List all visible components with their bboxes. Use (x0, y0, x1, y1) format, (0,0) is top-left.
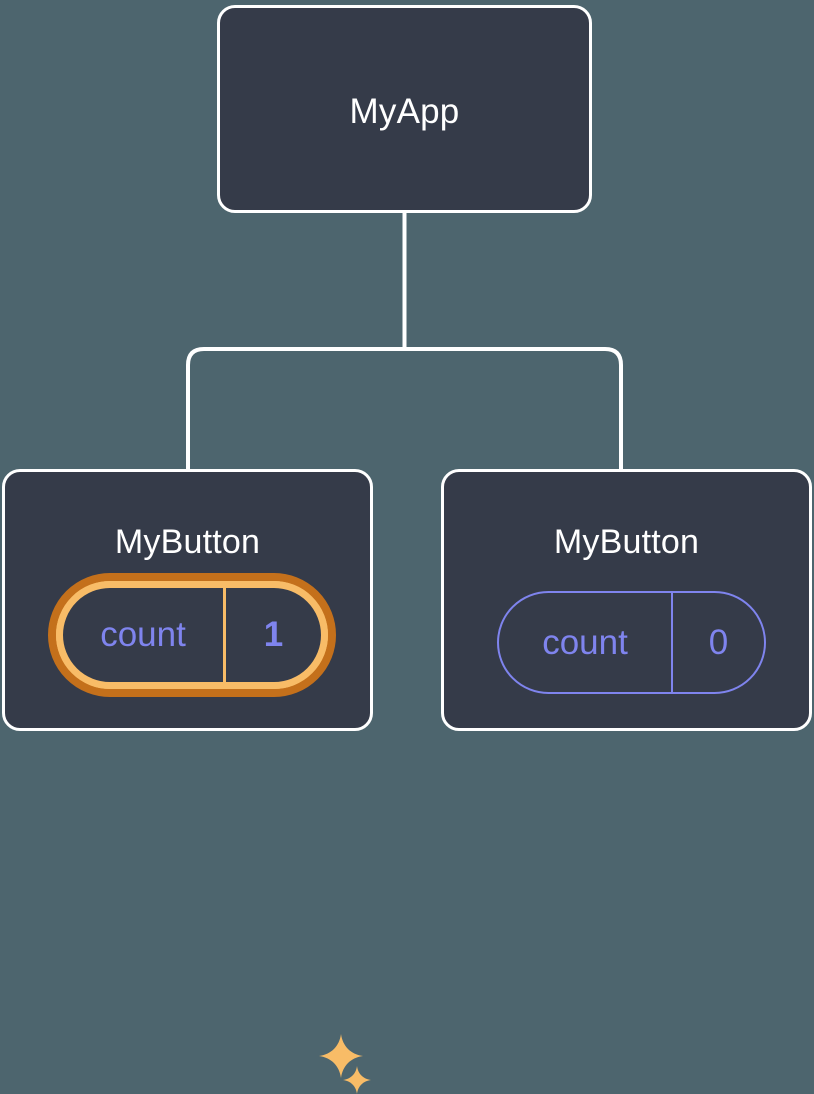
component-label-mybutton-left: MyButton (114, 523, 261, 561)
sparkle-small-icon (343, 1066, 371, 1094)
state-value-label: 1 (223, 588, 321, 682)
component-card-myapp[interactable]: MyApp (217, 5, 592, 213)
state-pill-inactive[interactable]: count 0 (497, 591, 766, 694)
connector-lines (186, 210, 623, 470)
state-pill-highlighted[interactable]: count 1 (48, 573, 336, 697)
component-label-mybutton-right: MyButton (553, 523, 700, 561)
component-card-mybutton-left[interactable]: MyButton count 1 (2, 469, 373, 1094)
connector-branch (186, 347, 623, 470)
component-tree-diagram: MyApp MyButton count 1 MyButton count 0 (2, 5, 812, 1094)
state-key-label: count (542, 622, 628, 662)
state-key-label: count (100, 615, 186, 654)
component-label-myapp: MyApp (349, 92, 460, 131)
sparkle-large-icon (319, 1034, 363, 1078)
state-value-label: 0 (671, 593, 764, 692)
state-pill-inner: count 1 (56, 581, 328, 689)
component-card-mybutton-right[interactable]: MyButton count 0 (441, 469, 812, 731)
